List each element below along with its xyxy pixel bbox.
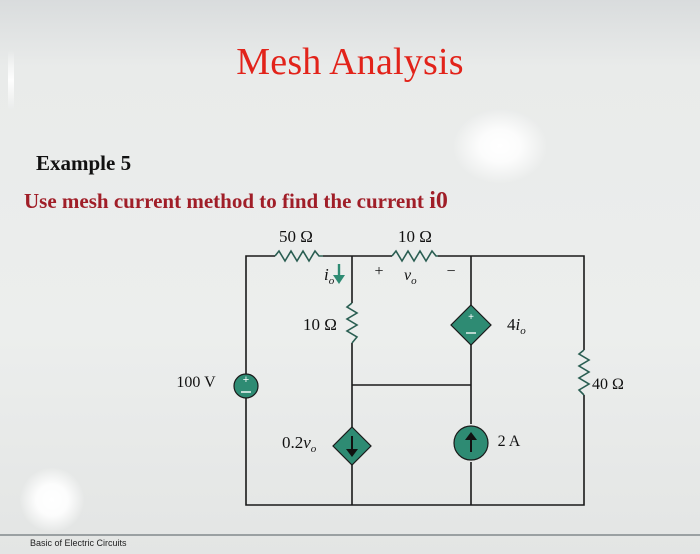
plus-sign-icon: + — [243, 374, 249, 386]
example-label: Example 5 — [36, 151, 132, 175]
label-dependent-current: 0.2vo — [282, 433, 317, 455]
slide-title: Mesh Analysis — [236, 41, 464, 83]
arrow-down-icon — [346, 449, 358, 457]
label-10-ohm-top: 10 Ω — [398, 227, 432, 246]
task-text: Use mesh current method to find the curr… — [24, 189, 430, 213]
voltage-source-100v: + — [233, 373, 259, 399]
label-current-io-sub: o — [329, 275, 335, 287]
resistor-50-ohm — [274, 249, 323, 263]
label-voltage-vo: vo — [404, 267, 417, 287]
resistor-10-ohm-middle — [345, 302, 359, 344]
label-dep-current-gain: 0.2 — [282, 433, 303, 452]
current-source-2a — [453, 425, 489, 461]
arrow-down-icon — [333, 275, 345, 284]
label-plus: + — [374, 263, 383, 280]
label-voltage-vo-sub: o — [411, 275, 417, 287]
label-current-io-base: i — [324, 265, 329, 284]
label-dep-voltage-base: i — [516, 315, 521, 334]
current-io-arrow — [333, 264, 345, 284]
light-reflection — [8, 50, 14, 110]
label-40-ohm: 40 Ω — [592, 376, 624, 393]
label-dep-voltage-gain: 4 — [507, 315, 516, 334]
wire-top-right — [438, 255, 585, 350]
label-current-io: io — [324, 265, 335, 287]
label-2-amp: 2 A — [498, 433, 521, 450]
label-voltage-vo-base: v — [404, 267, 412, 284]
label-dep-voltage-sub: o — [520, 325, 526, 337]
label-dep-current-sub: o — [311, 443, 317, 455]
wire-right-lower — [245, 395, 585, 506]
task-variable: i0 — [429, 188, 448, 214]
footer-text: Basic of Electric Circuits — [30, 538, 127, 548]
footer-divider — [0, 534, 700, 536]
task-statement: Use mesh current method to find the curr… — [24, 188, 448, 215]
label-50-ohm: 50 Ω — [279, 227, 313, 246]
label-minus: − — [446, 263, 455, 280]
wire-left-top — [245, 255, 275, 378]
resistor-10-ohm-top — [391, 249, 438, 263]
dependent-current-source — [332, 426, 372, 466]
plus-sign-icon: + — [468, 312, 474, 323]
label-dependent-voltage: 4io — [507, 315, 526, 337]
label-dep-current-base: v — [303, 433, 311, 452]
label-10-ohm-middle: 10 Ω — [303, 315, 337, 334]
arrow-up-icon — [465, 432, 477, 440]
label-100-volt: 100 V — [176, 374, 216, 391]
dependent-voltage-source: + — [450, 304, 492, 346]
resistor-40-ohm — [577, 349, 591, 396]
